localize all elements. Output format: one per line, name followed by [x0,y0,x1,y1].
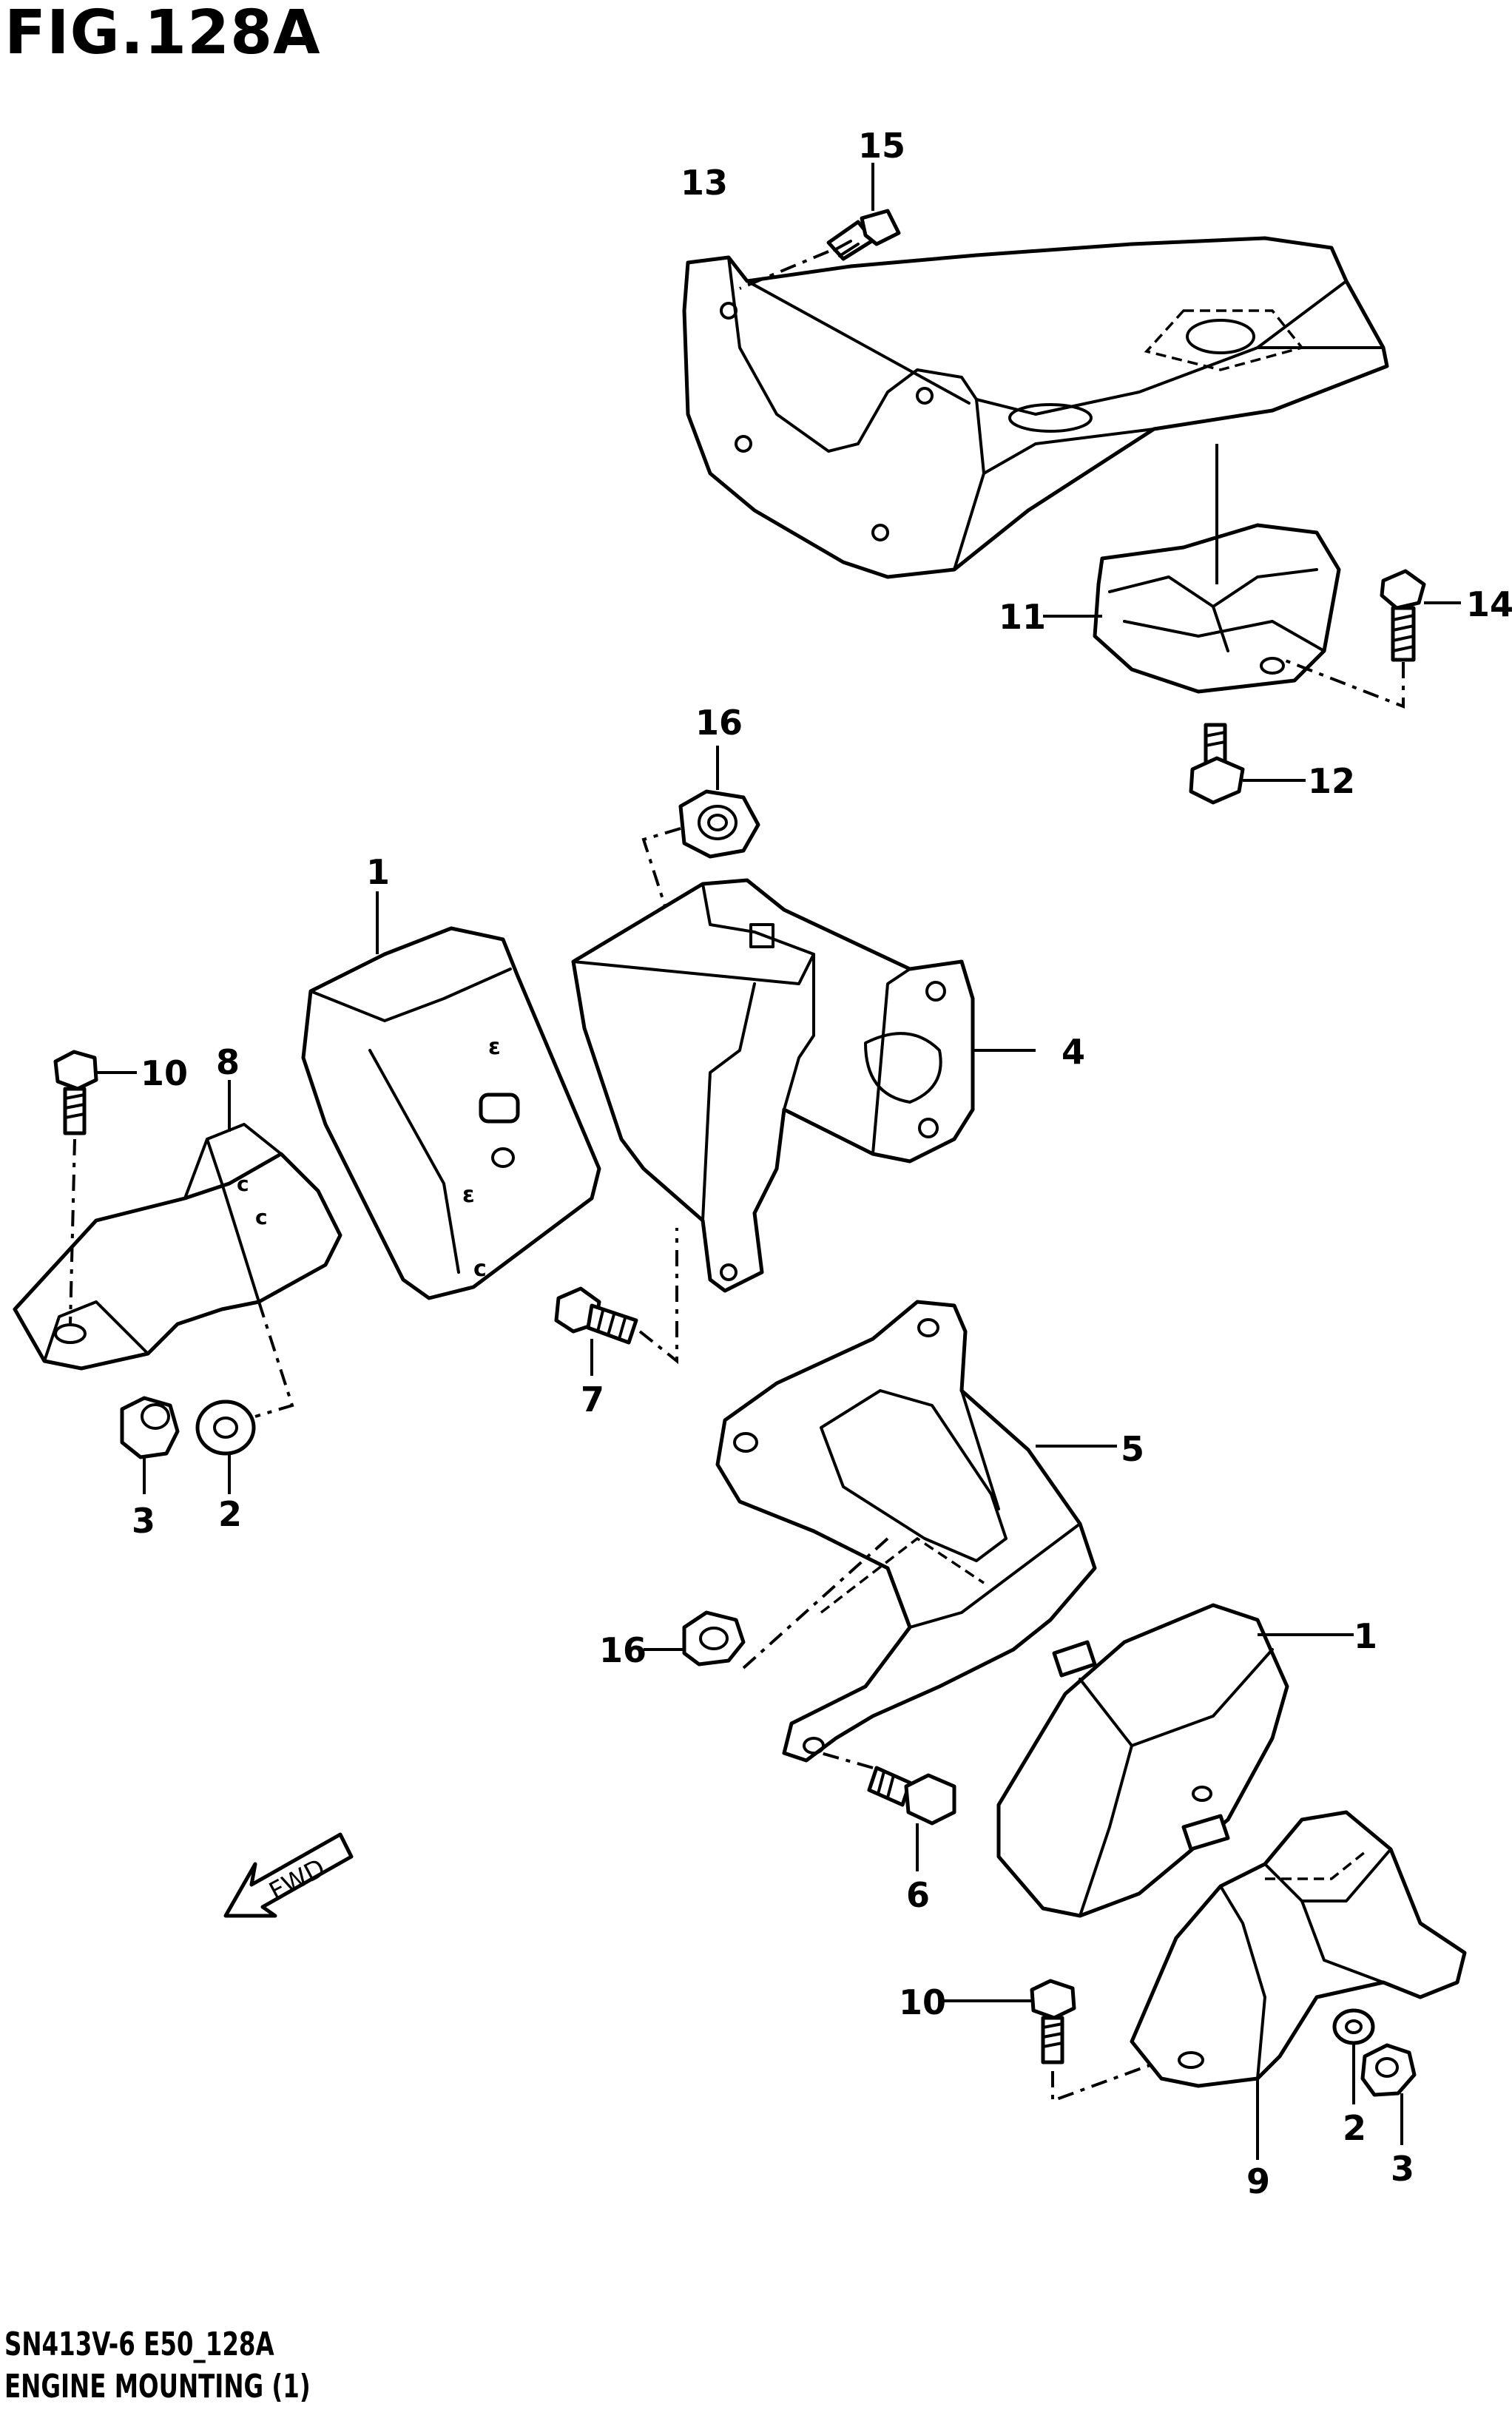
part-7-bolt [554,1228,678,1376]
part-8-bracket: c c [13,1080,342,1418]
callout-1-left: 1 [366,852,390,892]
callout-5: 5 [1121,1429,1144,1469]
callout-8: 8 [216,1042,240,1082]
callout-3-right: 3 [1391,2149,1414,2189]
svg-text:c: c [255,1205,268,1229]
part-16-nut-lower [644,1537,889,1669]
part-9-bracket [1130,1810,1467,2160]
callout-12: 12 [1308,761,1355,801]
callout-2-left: 2 [218,1494,242,1534]
part-12-bolt [1189,723,1306,805]
mark-e-2: ɛ [462,1182,475,1208]
part-10-bolt-lower [939,1979,1155,2103]
callout-10-upper: 10 [141,1053,188,1093]
callout-10-lower: 10 [899,1982,946,2022]
fwd-arrow-icon: FWD [223,1832,354,1918]
part-2-washer-left [195,1399,256,1494]
callout-1-right: 1 [1354,1616,1377,1656]
part-3-nut-right [1360,2043,1417,2145]
figure-code: SN413V-6 E50_128A [4,2326,274,2363]
part-10-bolt-upper [53,1050,137,1325]
callout-11: 11 [999,597,1046,637]
part-11-rear-mount [1043,444,1341,694]
callout-6: 6 [906,1875,930,1915]
callout-16-upper: 16 [695,703,743,743]
callout-16-lower: 16 [599,1630,647,1670]
part-13-crossmember [682,236,1389,579]
callout-14: 14 [1466,584,1512,624]
part-14-bolt [1279,569,1461,709]
figure-name: ENGINE MOUNTING (1) [4,2368,311,2405]
part-5-bracket [715,1300,1117,1763]
mark-c-1: c [473,1256,487,1282]
callout-4: 4 [1062,1032,1085,1072]
svg-text:c: c [237,1172,249,1196]
callout-7: 7 [581,1380,604,1419]
callout-15: 15 [858,126,905,166]
mark-e-1: ɛ [488,1034,501,1060]
part-6-bolt [820,1752,956,1871]
part-3-nut-left [120,1396,180,1494]
part-15-bolt [739,163,901,290]
part-1-mount-left: ɛ ɛ c [301,891,601,1300]
part-2-washer-right [1332,2008,1375,2104]
callout-9: 9 [1246,2161,1270,2201]
callout-13: 13 [681,163,728,203]
part-1-mount-right [996,1603,1354,1918]
figure-title: FIG.128A [4,0,321,68]
callout-3-left: 3 [132,1501,155,1541]
callout-2-right: 2 [1343,2108,1366,2148]
part-4-bracket [571,878,1036,1293]
